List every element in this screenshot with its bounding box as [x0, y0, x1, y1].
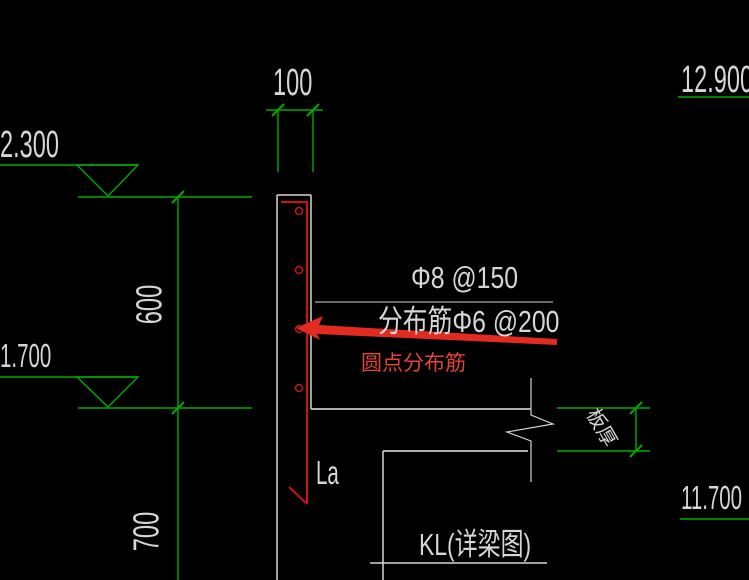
elevation-marker-left-top: [0, 164, 252, 204]
break-line: [504, 378, 556, 482]
red-annotation-arrow-icon: [296, 316, 557, 345]
elevation-triangle-icon: [75, 164, 140, 197]
distribution-bar-dots: [294, 206, 304, 393]
rebar-distribution-label: 分布筋Φ6 @200: [378, 304, 560, 339]
elevation-right-top: 12.900: [681, 59, 749, 101]
anchorage-length-label: La: [316, 454, 339, 491]
rebar-top-bar-label: Φ8 @150: [411, 260, 519, 295]
rebar-dot-icon: [294, 383, 304, 393]
red-dot-note: 圆点分布筋: [361, 352, 466, 375]
rebar-arrowhead-icon: [288, 486, 308, 505]
dim-slab-thickness: [557, 401, 650, 458]
rebar-dot-icon: [294, 265, 304, 275]
rebar-lines: [281, 201, 308, 505]
elevation-right-bottom: 11.700: [681, 479, 743, 516]
rebar-dot-icon: [294, 206, 304, 216]
dim-700-label: 700: [125, 511, 167, 551]
dim-100-label: 100: [273, 62, 313, 104]
elevation-marker-left-mid: [0, 376, 252, 415]
dimension-lines-green: [0, 96, 749, 580]
dim-600-label: 600: [128, 284, 170, 324]
slab-beam-outline: [311, 408, 531, 580]
elevation-left-mid: 1.700: [0, 337, 52, 374]
structure-outline: [276, 194, 556, 580]
dim-100: [266, 103, 323, 172]
elevation-left-top: 2.300: [0, 124, 59, 166]
beam-label: KL(详梁图): [419, 527, 532, 562]
elevation-triangle-icon: [75, 376, 140, 408]
